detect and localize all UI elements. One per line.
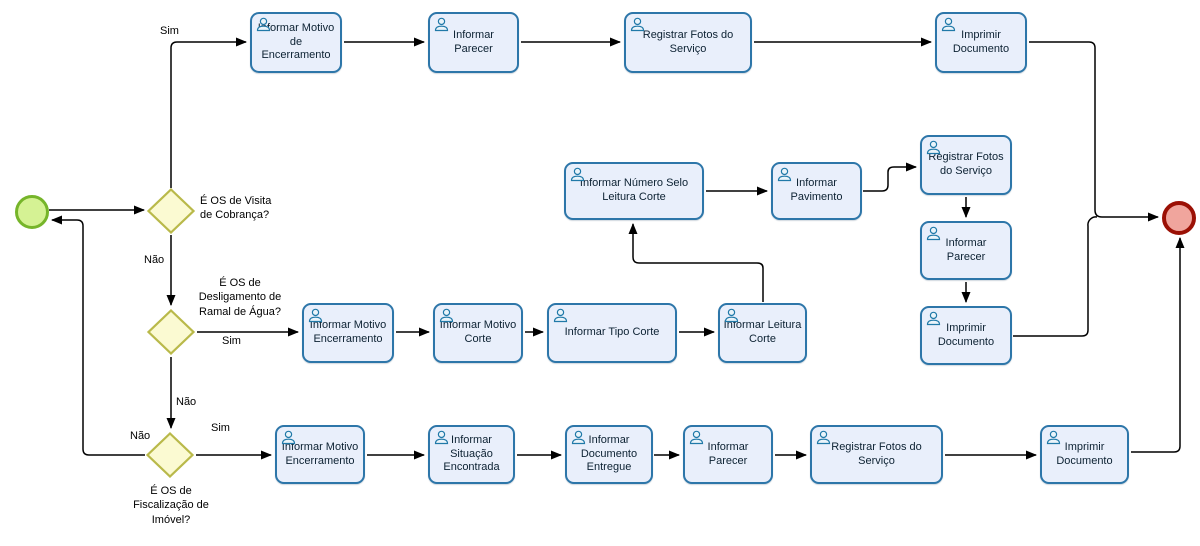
task-label: Informar Parecer (945, 236, 987, 263)
task-registrar-fotos-do-servico[interactable]: Registrar Fotos do Serviço (624, 12, 752, 73)
user-task-icon (434, 430, 449, 445)
edge-label-sim-gw1: Sim (160, 25, 179, 37)
edge-t18-to-end (1131, 237, 1185, 453)
user-task-icon (256, 17, 271, 32)
task-label: Imprimir Documento (952, 28, 1010, 55)
diamond-shape (146, 187, 196, 235)
task-registrar-fotos-do-servico-3[interactable]: Registrar Fotos do Serviço (810, 425, 943, 484)
task-label: Informar Situação Encontrada (443, 433, 500, 474)
gateway-question-fiscalizacao: É OS de Fiscalização de Imóvel? (133, 485, 209, 526)
edge-label-nao-gw2: Não (176, 396, 197, 408)
task-informar-motivo-corte[interactable]: Informar Motivo Corte (433, 303, 523, 363)
task-label: Informar Parecer (707, 440, 749, 467)
edge-t3-to-end (1029, 41, 1159, 222)
user-task-icon (926, 311, 941, 326)
task-label: Registrar Fotos do Serviço (928, 151, 1004, 177)
start-event[interactable] (15, 195, 49, 229)
user-task-icon (724, 308, 739, 323)
task-label: Informar Motivo Encerramento (309, 319, 387, 345)
edge-label-nao-gw3: Não (130, 430, 151, 442)
edge-gw1-sim-up (170, 37, 247, 188)
task-informar-motivo-encerramento[interactable]: Informar Motivo Encerramento (302, 303, 394, 363)
task-informar-pavimento[interactable]: Informar Pavimento (771, 162, 862, 220)
task-informar-documento-entregue[interactable]: Informar Documento Entregue (565, 425, 653, 484)
user-task-icon (926, 226, 941, 241)
task-imprimir-documento-2[interactable]: Imprimir Documento (920, 306, 1012, 365)
task-label: Informar Parecer (453, 28, 494, 55)
task-informar-parecer-3[interactable]: Informar Parecer (683, 425, 773, 484)
gateway-question-desligamento: É OS de Desligamento de Ramal de Água? (198, 277, 282, 318)
edge-gw3-nao-loop (51, 215, 145, 456)
user-task-icon (630, 17, 645, 32)
gateway-question-visita: É OS de Visita de Cobrança? (200, 195, 272, 222)
user-task-icon (926, 140, 941, 155)
task-label: Informar Número Selo Leitura Corte (579, 177, 689, 203)
task-label: Registrar Fotos do Serviço (831, 440, 922, 467)
end-event[interactable] (1162, 201, 1196, 235)
task-informar-numero-selo-leitura-corte[interactable]: Informar Número Selo Leitura Corte (564, 162, 704, 220)
task-informar-situacao-encontrada[interactable]: Informar Situação Encontrada (428, 425, 515, 484)
task-label: Registrar Fotos do Serviço (642, 28, 734, 55)
task-informar-parecer[interactable]: Informar Parecer (428, 12, 519, 73)
task-informar-parecer-2[interactable]: Informar Parecer (920, 221, 1012, 280)
task-label: Informar Motivo Corte (439, 319, 517, 345)
user-task-icon (308, 308, 323, 323)
task-label: Imprimir Documento (937, 321, 995, 348)
user-task-icon (553, 308, 568, 323)
task-registrar-fotos-do-servico-2[interactable]: Registrar Fotos do Serviço (920, 135, 1012, 195)
user-task-icon (1046, 430, 1061, 445)
edge-label-sim-gw3: Sim (211, 422, 230, 434)
task-label: Informar Tipo Corte (564, 326, 660, 339)
task-label: Informar Motivo Encerramento (281, 440, 359, 467)
user-task-icon (689, 430, 704, 445)
user-task-icon (570, 167, 585, 182)
diamond-shape (146, 308, 196, 356)
gateway-fiscalizacao-imovel[interactable] (145, 431, 195, 479)
task-informar-motivo-de-encerramento[interactable]: Informar Motivo de Encerramento (250, 12, 342, 73)
task-label: Informar Documento Entregue (580, 433, 638, 474)
user-task-icon (434, 17, 449, 32)
user-task-icon (777, 167, 792, 182)
user-task-icon (941, 17, 956, 32)
task-informar-leitura-corte[interactable]: Informar Leitura Corte (718, 303, 807, 363)
edge-label-nao-gw1: Não (144, 254, 165, 266)
edge-t5-t6 (863, 162, 917, 192)
task-informar-motivo-encerramento-2[interactable]: Informar Motivo Encerramento (275, 425, 365, 484)
edge-t8-join (1013, 216, 1098, 337)
task-label: Informar Motivo de Encerramento (257, 21, 335, 62)
task-imprimir-documento[interactable]: Imprimir Documento (935, 12, 1027, 73)
task-imprimir-documento-3[interactable]: Imprimir Documento (1040, 425, 1129, 484)
task-informar-tipo-corte[interactable]: Informar Tipo Corte (547, 303, 677, 363)
user-task-icon (816, 430, 831, 445)
user-task-icon (281, 430, 296, 445)
user-task-icon (571, 430, 586, 445)
gateway-visita-cobranca[interactable] (146, 187, 196, 235)
task-label: Informar Pavimento (790, 177, 843, 203)
diamond-shape (145, 431, 195, 479)
edge-label-sim-gw2: Sim (222, 335, 241, 347)
edge-t12-t4 (628, 223, 764, 302)
task-label: Imprimir Documento (1056, 440, 1113, 467)
gateway-desligamento-ramal[interactable] (146, 308, 196, 356)
user-task-icon (439, 308, 454, 323)
task-label: Informar Leitura Corte (723, 319, 802, 345)
